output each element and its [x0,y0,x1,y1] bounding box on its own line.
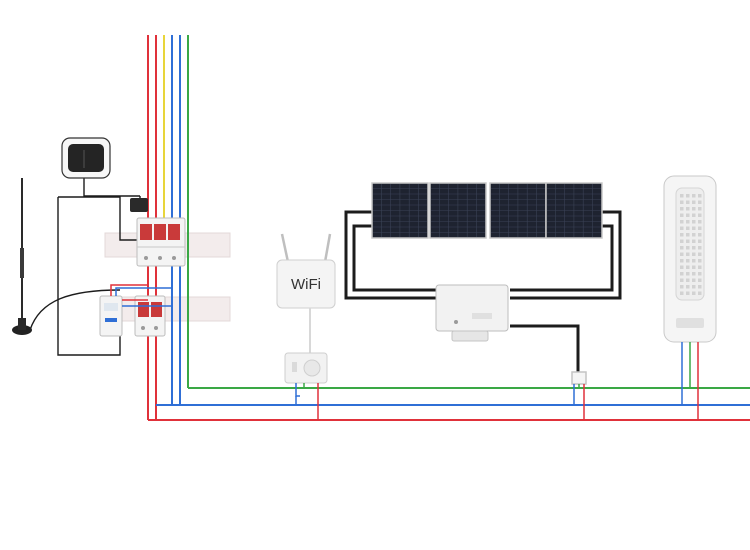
smart-meter-callout [61,137,111,179]
din-rail-lower [104,296,231,322]
wifi-router: WiFi [276,233,336,360]
solar-panel-array [371,182,603,239]
solar-panel [489,182,547,239]
pv-breaker [134,295,166,337]
microinverter [435,284,509,342]
pv-dc-cables [344,210,622,372]
distribution-wires [148,387,750,421]
solar-panel [545,182,603,239]
main-breaker [136,217,186,267]
solar-panel [371,182,429,239]
meter-wiring [110,284,172,307]
router-label: WiFi [291,276,321,293]
ct-clamp [130,198,148,212]
wall-socket [284,352,328,420]
ct-cable [29,178,141,356]
battery-storage-tower [663,175,717,420]
solar-panel [429,182,487,239]
antenna [12,178,32,335]
inverter-ac-junction [571,371,587,420]
energy-meter-module [99,295,123,337]
